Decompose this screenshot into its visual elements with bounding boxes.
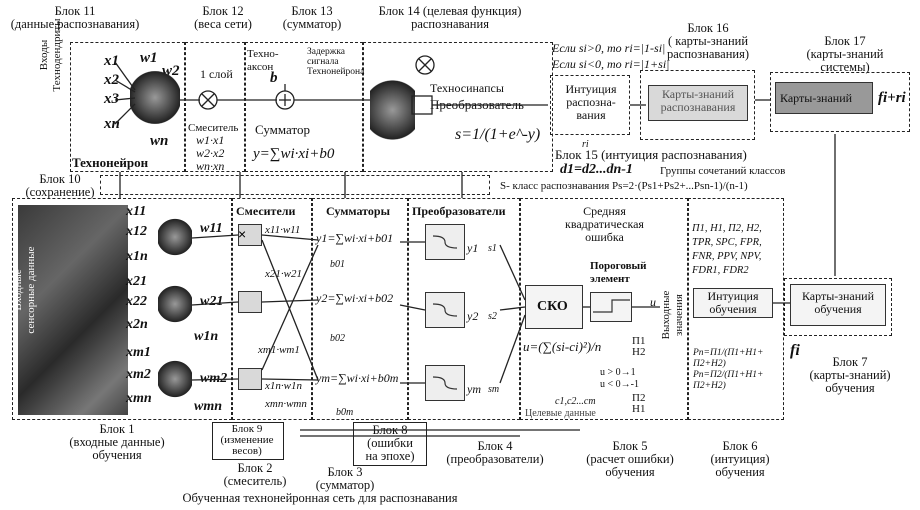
mixer-x-1: ×: [238, 226, 246, 242]
